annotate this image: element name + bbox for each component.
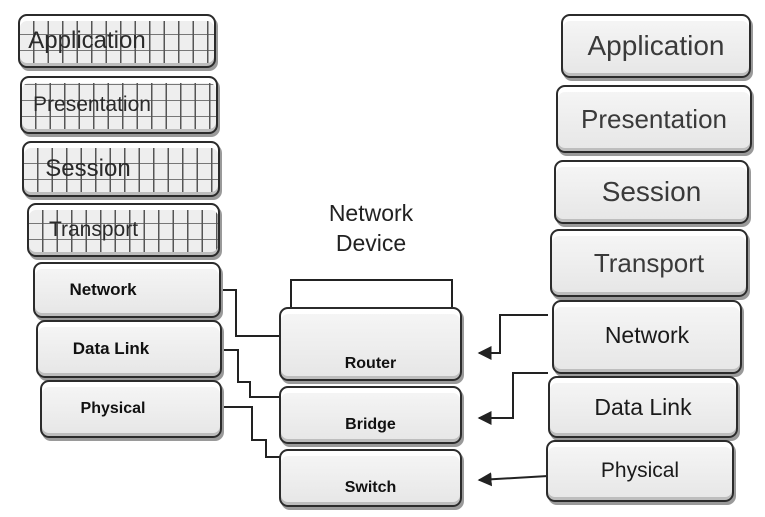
network-device-title-line2: Device	[335, 230, 407, 256]
left-datalink-label: Data Link	[72, 339, 150, 358]
wire-left-physical	[222, 406, 282, 458]
right-physical-layer: Physical	[546, 440, 734, 502]
left-datalink-layer: Data Link	[36, 320, 222, 378]
left-presentation-label: Presentation	[33, 93, 151, 116]
left-physical-layer: Physical	[40, 380, 222, 438]
right-session-layer: Session	[554, 160, 749, 224]
wire-right-datalink	[477, 372, 548, 425]
wire-left-datalink	[222, 349, 282, 398]
left-application-label: Application	[28, 27, 146, 54]
right-presentation-label: Presentation	[581, 103, 727, 134]
right-application-label: Application	[587, 30, 725, 61]
device-bracket	[290, 279, 453, 308]
router-device: Router	[279, 307, 462, 381]
left-physical-label: Physical	[80, 400, 146, 417]
left-network-label: Network	[69, 280, 137, 299]
right-transport-layer: Transport	[550, 229, 748, 297]
left-session-label: Session	[45, 155, 131, 182]
right-network-label: Network	[604, 321, 690, 348]
right-network-layer: Network	[552, 300, 742, 374]
right-session-label: Session	[601, 176, 702, 207]
right-physical-label: Physical	[600, 459, 680, 482]
left-session-layer: Session	[22, 141, 220, 197]
wire-left-network	[222, 289, 282, 337]
right-transport-label: Transport	[593, 247, 705, 278]
left-application-layer: Application	[18, 14, 216, 68]
left-transport-label: Transport	[48, 218, 139, 241]
switch-label: Switch	[344, 479, 397, 496]
right-application-layer: Application	[561, 14, 751, 78]
right-datalink-label: Data Link	[594, 393, 692, 420]
left-network-layer: Network	[33, 262, 221, 318]
left-presentation-layer: Presentation	[20, 76, 218, 134]
bridge-device: Bridge	[279, 386, 462, 444]
network-device-title-line1: Network	[328, 200, 414, 226]
wire-right-network	[477, 314, 548, 360]
right-datalink-layer: Data Link	[548, 376, 738, 438]
right-presentation-layer: Presentation	[556, 85, 752, 153]
network-device-title: Network Device	[300, 198, 442, 258]
wire-right-physical	[477, 472, 549, 487]
router-label: Router	[344, 355, 397, 372]
left-transport-layer: Transport	[27, 203, 220, 257]
switch-device: Switch	[279, 449, 462, 507]
bridge-label: Bridge	[345, 416, 396, 433]
